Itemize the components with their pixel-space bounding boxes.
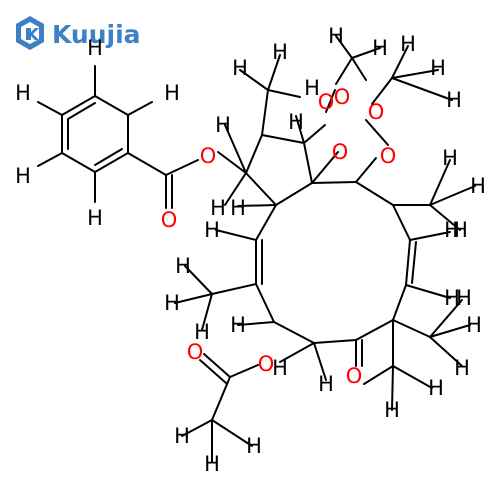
atom-h: H [246,434,262,458]
atom-h: H [446,88,462,112]
kuujia-logo: Kuujia [16,16,141,50]
atom-h: H [444,218,460,242]
atom-h: H [232,56,248,80]
atom-h: H [175,254,191,278]
atom-h: H [400,32,416,56]
atom-h: H [87,36,103,60]
atom-o: O [380,144,397,168]
atom-o: O [334,85,351,109]
atom-h: H [272,40,288,64]
atom-o: O [200,144,217,168]
atom-h: H [470,174,486,198]
atom-o: O [368,100,385,124]
hydrogen-labels: H H H H H H H H H H H H H H H H H H H H … [15,24,486,476]
atom-h: H [87,206,103,230]
atom-h: H [466,313,482,337]
atom-h: H [328,24,344,48]
atom-o: O [318,90,335,114]
atom-o: O [346,364,363,388]
atom-o: O [332,140,349,164]
atom-h: H [384,398,400,422]
atom-h: H [164,291,180,315]
atom-h: H [204,218,220,242]
atom-o: O [187,340,204,364]
atom-h: H [444,286,460,310]
logo-hexagon-icon [16,16,44,50]
atom-h: H [204,452,220,476]
atom-h: H [174,424,190,448]
atom-h: H [288,110,304,134]
atom-o: O [258,352,275,376]
atom-h: H [210,196,226,220]
atom-h: H [215,113,231,137]
atom-h: H [194,320,210,344]
oxygen-labels: O O O O O O O O O O [161,85,397,388]
atom-h: H [430,56,446,80]
atom-h: H [272,356,288,380]
logo-text: Kuujia [52,20,141,49]
atom-o: O [161,208,178,232]
atom-h: H [452,218,468,242]
atom-h: H [454,356,470,380]
atom-h: H [456,286,472,310]
atom-h: H [428,376,444,400]
atom-h: H [230,196,246,220]
atom-h: H [304,76,320,100]
atom-h: H [372,36,388,60]
atom-h: H [230,313,246,337]
atom-h: H [15,164,31,188]
atom-h: H [442,146,458,170]
atom-h: H [318,372,334,396]
atom-h: H [164,81,180,105]
atom-h: H [15,81,31,105]
bonds [37,35,476,463]
